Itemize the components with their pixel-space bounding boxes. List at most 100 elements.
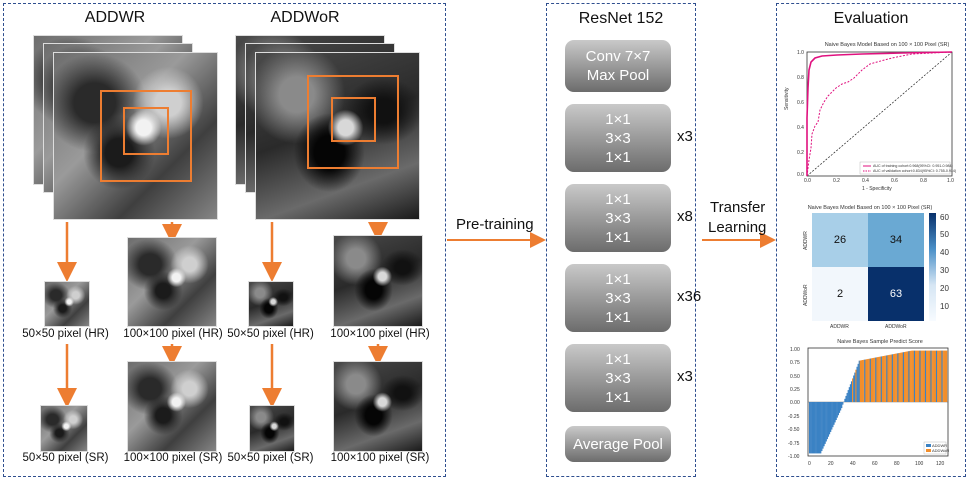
cm-cbar-tick-20: 20 bbox=[940, 284, 949, 293]
predict-ytick-4: 0.00 bbox=[790, 400, 800, 406]
predict-ytick-6: -0.50 bbox=[788, 427, 800, 433]
predict-bar bbox=[879, 356, 881, 402]
predict-bar bbox=[841, 402, 843, 409]
cm-cbar-tick-10: 10 bbox=[940, 302, 949, 311]
predict-bar bbox=[848, 387, 851, 402]
predict-bar bbox=[886, 355, 888, 402]
resnet-stage-3: 1×1 3×3 1×1 bbox=[565, 264, 671, 332]
roc-ytick-5: 1.0 bbox=[797, 50, 804, 56]
roc-xlabel: 1 - Specificity bbox=[862, 186, 892, 192]
roc-legend-valid: AUC of validation cohort:0.834(95%CI: 0.… bbox=[873, 169, 957, 173]
predict-bar bbox=[941, 350, 943, 402]
block-conv-line2: Max Pool bbox=[586, 67, 650, 84]
predict-bar bbox=[861, 360, 864, 402]
cm-cell-0-1: 34 bbox=[868, 213, 924, 267]
caption-addwor-hr-50: 50×50 pixel (HR) bbox=[227, 328, 314, 340]
predict-bar bbox=[838, 402, 841, 413]
mri-addwr-hr-100 bbox=[127, 237, 217, 327]
predict-bar bbox=[940, 350, 942, 402]
cm-cell-1-1: 63 bbox=[868, 267, 924, 321]
cm-col-label-0: ADDWR bbox=[830, 324, 849, 330]
stage2-line1: 1×1 bbox=[605, 190, 631, 208]
predict-bar bbox=[833, 402, 835, 425]
predict-bar bbox=[934, 350, 937, 402]
resnet-block-conv: Conv 7×7 Max Pool bbox=[565, 40, 671, 92]
left-arrows bbox=[57, 222, 388, 408]
predict-bar bbox=[902, 352, 905, 402]
predict-bar bbox=[835, 402, 837, 421]
roc-legend bbox=[859, 161, 951, 175]
predict-bar bbox=[905, 351, 907, 402]
roi-50-box-addwor bbox=[331, 97, 376, 142]
predict-bars bbox=[809, 350, 948, 454]
roc-ylabel: Sensitivity bbox=[784, 87, 790, 110]
resnet-stage-1: 1×1 3×3 1×1 bbox=[565, 104, 671, 172]
cm-value-0-1: 34 bbox=[889, 234, 903, 246]
transfer-label-line1: Transfer bbox=[710, 199, 766, 216]
cm-cbar-tick-40: 40 bbox=[940, 248, 949, 257]
predict-bar bbox=[815, 402, 817, 454]
predict-bar bbox=[928, 350, 930, 402]
predict-bar bbox=[901, 352, 904, 402]
predict-bar bbox=[832, 402, 834, 428]
roc-xtick-5: 1.0 bbox=[947, 178, 954, 184]
predict-bar bbox=[859, 360, 862, 402]
predict-bar bbox=[880, 356, 883, 402]
predict-bar bbox=[844, 398, 846, 402]
predict-bar bbox=[826, 402, 828, 440]
predict-ytick-1: 0.75 bbox=[790, 360, 800, 366]
mri-addwor-sr-100 bbox=[333, 361, 423, 452]
predict-bar bbox=[853, 375, 855, 402]
predict-bar bbox=[812, 402, 814, 454]
roc-ytick-2: 0.4 bbox=[797, 125, 804, 131]
predict-bar bbox=[873, 357, 875, 402]
cm-row-label-1: ADDWoR bbox=[803, 284, 809, 306]
predict-bar bbox=[888, 354, 890, 402]
predict-bar bbox=[857, 363, 859, 402]
predict-bar bbox=[920, 350, 922, 402]
predict-bar bbox=[885, 355, 887, 402]
predict-bar bbox=[918, 350, 920, 402]
mri-stack-addwr-front bbox=[53, 52, 218, 220]
predict-bar bbox=[882, 356, 885, 402]
block-avgpool-label: Average Pool bbox=[573, 435, 663, 453]
predict-bar bbox=[906, 351, 908, 402]
predict-bar bbox=[878, 356, 880, 402]
stage4-repeat: x3 bbox=[677, 368, 693, 385]
stage3-repeat: x36 bbox=[677, 288, 702, 305]
predict-bar bbox=[887, 355, 889, 402]
cm-cell-1-0: 2 bbox=[812, 267, 868, 321]
transfer-label-line2: Learning bbox=[708, 219, 767, 236]
roc-xtick-4: 0.8 bbox=[920, 178, 927, 184]
roc-valid-curve bbox=[806, 51, 953, 177]
predict-bar bbox=[924, 350, 927, 402]
predict-bar bbox=[894, 353, 896, 402]
predict-ytick-0: 1.00 bbox=[790, 347, 800, 353]
roc-ytick-3: 0.6 bbox=[797, 100, 804, 106]
predict-bar bbox=[876, 357, 878, 402]
predict-bar bbox=[867, 358, 869, 402]
predict-bar bbox=[842, 402, 844, 405]
predict-bar bbox=[931, 350, 933, 402]
predict-chart bbox=[807, 347, 949, 457]
predict-ytick-3: 0.25 bbox=[790, 387, 800, 393]
predict-ytick-5: -0.25 bbox=[788, 414, 800, 420]
caption-addwor-sr-100: 100×100 pixel (SR) bbox=[330, 452, 430, 464]
predict-ytick-7: -0.75 bbox=[788, 441, 800, 447]
roi-100-box-addwr bbox=[100, 90, 192, 182]
predict-bar bbox=[908, 351, 910, 402]
predict-bar bbox=[820, 402, 822, 454]
predict-bar bbox=[866, 359, 868, 402]
cm-cbar-tick-50: 50 bbox=[940, 230, 949, 239]
cm-cbar-tick-60: 60 bbox=[940, 213, 949, 222]
stage3-line3: 1×1 bbox=[605, 308, 631, 326]
predict-bar bbox=[825, 402, 827, 442]
resnet-title: ResNet 152 bbox=[578, 10, 664, 27]
predict-bar bbox=[855, 369, 857, 402]
flow-arrows bbox=[447, 232, 776, 248]
resnet-stage-2: 1×1 3×3 1×1 bbox=[565, 184, 671, 252]
stage1-line1: 1×1 bbox=[605, 110, 631, 128]
predict-bar bbox=[903, 351, 906, 402]
predict-xtick-3: 60 bbox=[872, 461, 878, 467]
predict-bar bbox=[897, 353, 899, 402]
